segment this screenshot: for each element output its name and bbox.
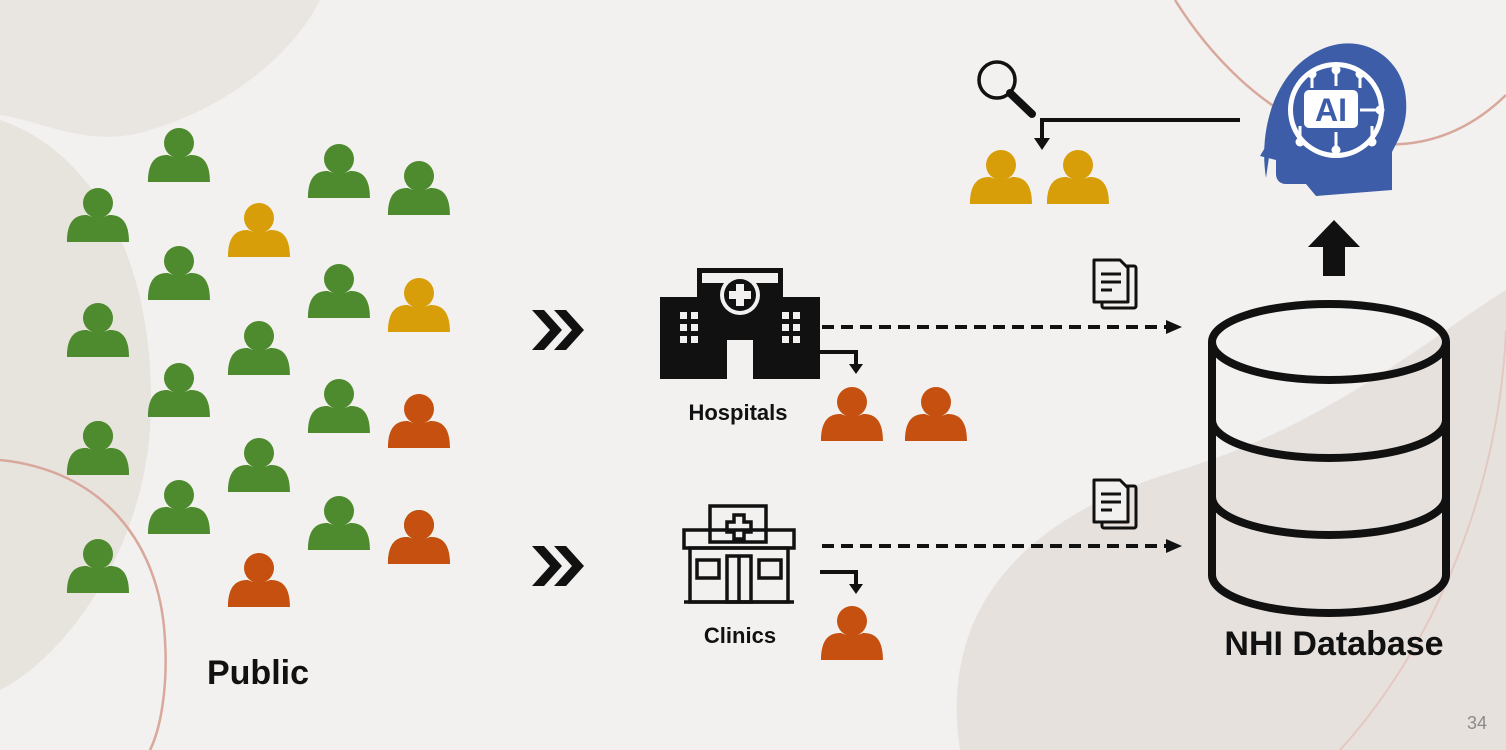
clinic-referral-arrow	[820, 570, 863, 594]
clinic-data-flow	[822, 539, 1182, 553]
clinic-building-icon	[682, 504, 796, 604]
clinics-label: Clinics	[704, 623, 776, 648]
ai-flag-arrow	[1034, 118, 1240, 150]
decor-curve-bottom-right	[1339, 329, 1506, 750]
database-icon	[1208, 300, 1450, 617]
decor-curve-bottom-left	[0, 458, 167, 750]
hospital-data-flow	[822, 320, 1182, 334]
ai-chip-label: AI	[1315, 92, 1347, 128]
magnifier-icon	[977, 60, 1036, 118]
database-label: NHI Database	[1224, 625, 1443, 663]
hospital-referral-arrow	[820, 350, 863, 374]
decor-blob-left-lower	[0, 120, 151, 690]
ai-head-icon: AI	[1260, 43, 1407, 196]
hospitals-label: Hospitals	[688, 400, 787, 425]
up-arrow-icon	[1308, 220, 1360, 276]
page-number: 34	[1467, 713, 1487, 733]
hospital-building-icon	[660, 268, 820, 379]
public-label: Public	[207, 654, 309, 692]
decor-blob-left	[0, 0, 320, 137]
